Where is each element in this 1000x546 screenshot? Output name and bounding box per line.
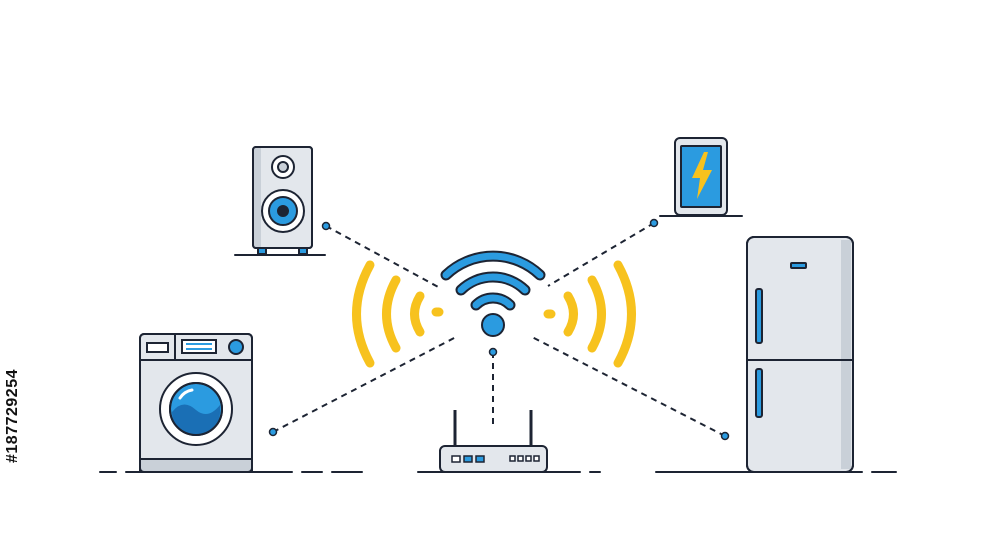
link-speaker	[326, 226, 440, 288]
washing-machine-icon	[140, 334, 252, 472]
refrigerator-icon	[747, 237, 853, 472]
wifi-icon	[446, 256, 540, 336]
signal-waves-right	[548, 265, 632, 363]
tablet-icon	[675, 138, 727, 215]
stock-id-watermark: #187729254	[2, 300, 24, 532]
stock-id-text: #187729254	[4, 369, 22, 463]
speaker-icon	[253, 147, 312, 254]
link-tablet	[548, 223, 654, 286]
